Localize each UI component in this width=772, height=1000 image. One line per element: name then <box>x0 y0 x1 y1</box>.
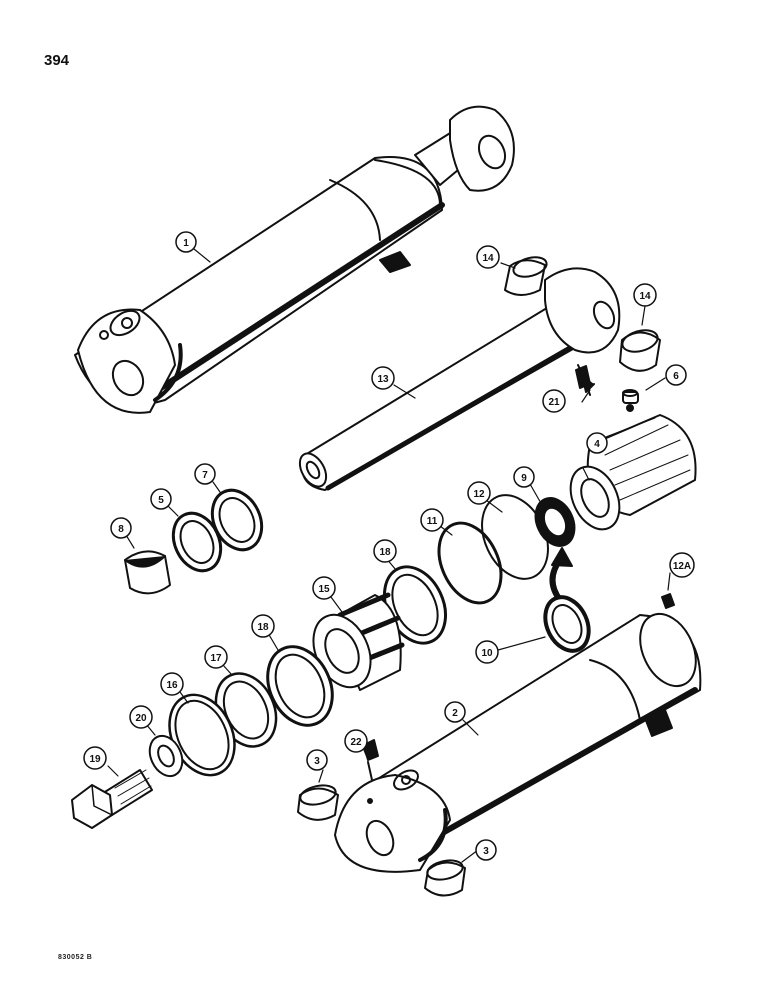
callout-20: 20 <box>129 705 153 729</box>
footer-code: 830052 B <box>58 954 93 961</box>
callout-14-left: 14 <box>476 245 500 269</box>
callout-5: 5 <box>150 488 172 510</box>
vent-12a <box>661 593 675 609</box>
svg-text:20: 20 <box>135 713 147 724</box>
bushing-14-right <box>619 329 661 372</box>
bushing-3-lower <box>424 859 466 897</box>
callout-4: 4 <box>586 432 608 454</box>
svg-text:1: 1 <box>183 238 189 249</box>
callouts: 1 2 3 3 4 5 6 7 8 9 10 11 12 12A 13 14 1… <box>83 231 695 861</box>
callout-3-upper: 3 <box>306 749 328 771</box>
piston-15 <box>312 592 405 691</box>
seal-10 <box>543 595 591 653</box>
svg-text:6: 6 <box>673 371 679 382</box>
svg-text:7: 7 <box>202 470 208 481</box>
ring-7 <box>210 488 264 552</box>
svg-text:2: 2 <box>452 708 458 719</box>
callout-6: 6 <box>665 364 687 386</box>
page-number: 394 <box>44 52 70 69</box>
callout-17: 17 <box>204 645 228 669</box>
callout-3-lower: 3 <box>475 839 497 861</box>
assembled-cylinder-upper <box>74 105 515 414</box>
svg-text:3: 3 <box>483 846 489 857</box>
callout-8: 8 <box>110 517 132 539</box>
gland-4 <box>569 404 697 531</box>
svg-text:10: 10 <box>481 648 493 659</box>
callout-14-right: 14 <box>633 283 657 307</box>
svg-text:12: 12 <box>473 489 485 500</box>
svg-text:21: 21 <box>548 397 560 408</box>
ring-5 <box>171 511 223 573</box>
svg-text:22: 22 <box>350 737 362 748</box>
washer-20 <box>148 734 184 778</box>
callout-12: 12 <box>467 481 491 505</box>
svg-text:4: 4 <box>594 439 600 450</box>
svg-text:11: 11 <box>427 516 438 527</box>
svg-text:12A: 12A <box>673 561 691 572</box>
callout-11: 11 <box>420 508 444 532</box>
bushing-14-left <box>504 256 548 296</box>
grease-fitting-21 <box>575 365 591 389</box>
svg-text:16: 16 <box>166 680 178 691</box>
svg-text:14: 14 <box>482 253 494 264</box>
svg-text:5: 5 <box>158 495 164 506</box>
svg-text:15: 15 <box>318 584 330 595</box>
svg-text:17: 17 <box>210 653 222 664</box>
svg-text:8: 8 <box>118 524 124 535</box>
svg-text:18: 18 <box>379 547 391 558</box>
svg-text:3: 3 <box>314 756 320 767</box>
callout-15: 15 <box>312 576 336 600</box>
plug-6 <box>622 389 639 404</box>
callout-7: 7 <box>194 463 216 485</box>
callout-13: 13 <box>371 366 395 390</box>
callout-18-lower: 18 <box>251 614 275 638</box>
grease-fitting-22 <box>363 739 379 761</box>
svg-text:9: 9 <box>521 473 527 484</box>
bushing-8 <box>124 550 171 595</box>
callout-21: 21 <box>542 389 566 413</box>
svg-text:18: 18 <box>257 622 269 633</box>
svg-text:19: 19 <box>89 754 101 765</box>
callout-22: 22 <box>344 729 368 753</box>
bushing-3-upper <box>297 784 339 821</box>
callout-1: 1 <box>175 231 197 253</box>
svg-text:13: 13 <box>377 374 389 385</box>
callout-19: 19 <box>83 746 107 770</box>
callout-16: 16 <box>160 672 184 696</box>
bolt-19 <box>71 769 153 829</box>
svg-text:14: 14 <box>639 291 651 302</box>
o-ring-11 <box>437 521 503 605</box>
callout-9: 9 <box>513 466 535 488</box>
callout-12a: 12A <box>669 552 695 578</box>
callout-10: 10 <box>475 640 499 664</box>
piston-rod <box>298 267 621 491</box>
cylinder-barrel <box>334 612 702 873</box>
callout-18-upper: 18 <box>373 539 397 563</box>
callout-2: 2 <box>444 701 466 723</box>
ring-12 <box>481 494 549 580</box>
